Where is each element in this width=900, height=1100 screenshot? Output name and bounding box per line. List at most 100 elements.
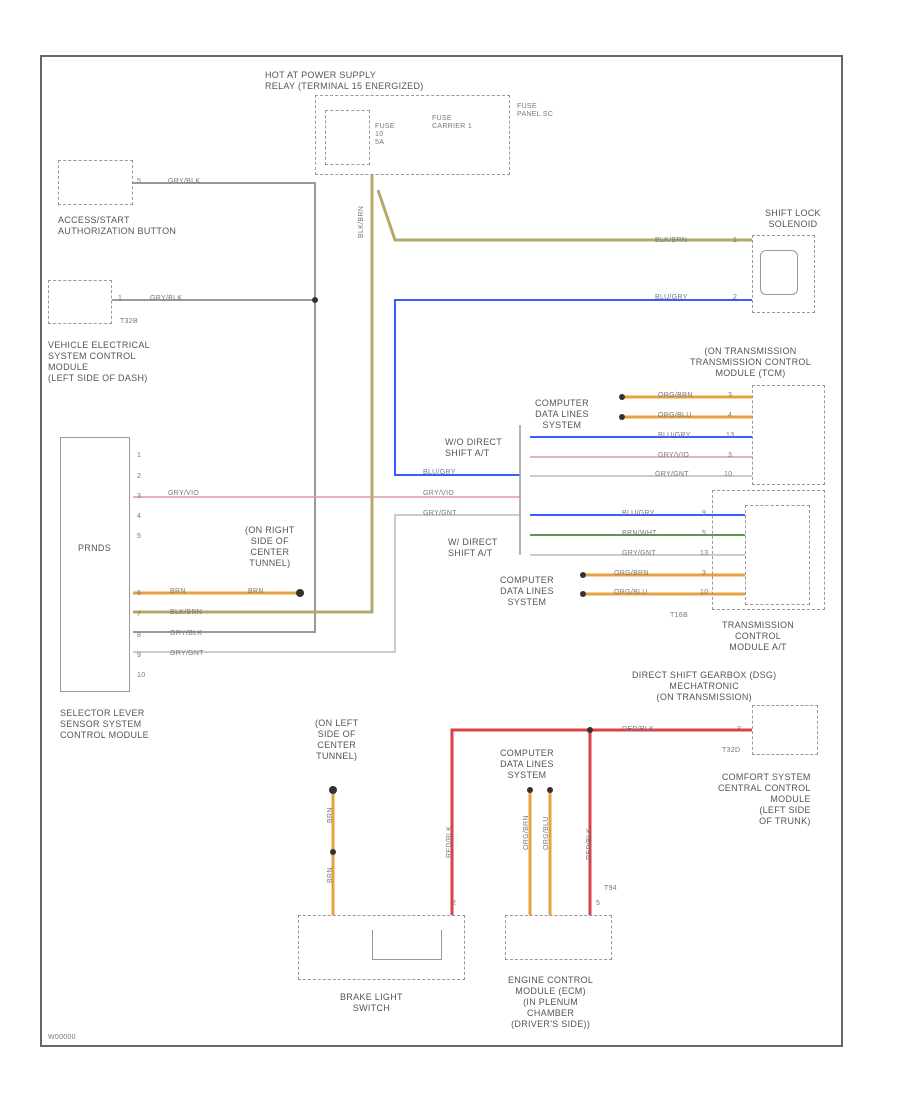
- fuse-carrier-label: FUSE CARRIER 1: [432, 115, 473, 130]
- comfort-system-label: COMFORT SYSTEM CENTRAL CONTROL MODULE (L…: [718, 772, 811, 826]
- pin-d5: 10: [700, 589, 709, 596]
- wire-label-org-blu-1: ORG/BLU: [658, 412, 692, 419]
- shift-lock-label: SHIFT LOCK SOLENOID: [765, 208, 821, 229]
- pin-d2: 5: [702, 530, 707, 537]
- wire-label-brn-2: BRN: [248, 588, 264, 595]
- prnds-pin-2: 2: [137, 473, 142, 480]
- transmission-control-label: TRANSMISSION CONTROL MODULE A/T: [722, 620, 795, 652]
- fuse-box: [325, 110, 370, 165]
- dot-org-blu-3: [547, 787, 553, 793]
- wire-label-org-brn-1: ORG/BRN: [658, 392, 693, 399]
- wd-direct-shift-1-label: W/O DIRECT SHIFT A/T: [445, 437, 502, 458]
- wire-label-org-brn-2: ORG/BRN: [614, 570, 649, 577]
- shift-lock-box: [752, 235, 815, 313]
- computer-data-lines-3-label: COMPUTER DATA LINES SYSTEM: [500, 748, 554, 780]
- wire-label-brn-wht: BRN/WHT: [622, 530, 657, 537]
- pin-acc: 5: [137, 178, 142, 185]
- prnds-label: PRNDS: [78, 543, 112, 553]
- left-center-tunnel-label: (ON LEFT SIDE OF CENTER TUNNEL): [315, 718, 359, 761]
- prnds-pin-6: 6: [137, 590, 142, 597]
- prnds-pin-9: 9: [137, 652, 142, 659]
- wire-label-red-blk-1: RED/BLK: [622, 726, 655, 733]
- dot-org-blu-1: [619, 414, 625, 420]
- pin-cf: 3: [737, 726, 742, 733]
- pin-t5: 10: [724, 471, 733, 478]
- brake-light-box: [298, 915, 465, 980]
- right-center-tunnel-label: (ON RIGHT SIDE OF CENTER TUNNEL): [245, 525, 295, 568]
- diagram-frame: [40, 55, 843, 1047]
- wire-label-gry-vio-3: GRY/VIO: [423, 490, 455, 497]
- dot-org-brn-3: [527, 787, 533, 793]
- comfort-connector-label: T32D: [722, 747, 741, 754]
- splice-gry-blk: [312, 297, 318, 303]
- brake-switch-inner: [372, 930, 442, 960]
- shift-lock-inner: [760, 250, 798, 295]
- ground-right-tunnel: [296, 589, 304, 597]
- ecm-connector-label: T94: [604, 885, 617, 892]
- wire-blk-brn-shift: [376, 189, 752, 242]
- pin-d1: 9: [702, 510, 707, 517]
- wire-label-gry-gnt-2: GRY/GNT: [423, 510, 457, 517]
- prnds-pin-3: 3: [137, 493, 142, 500]
- prnds-pin-5: 5: [137, 533, 142, 540]
- wire-label-org-blu-2: ORG/BLU: [614, 589, 648, 596]
- prnds-pin-8: 8: [137, 632, 142, 639]
- computer-data-lines-1-label: COMPUTER DATA LINES SYSTEM: [535, 398, 589, 430]
- wire-label-blk-brn-vert: BLK/BRN: [358, 205, 365, 238]
- wire-red-blk-1: [450, 728, 752, 915]
- pin-d3: 13: [700, 550, 709, 557]
- wire-label-org-brn-3: ORG/BRN: [523, 815, 530, 850]
- wire-gry-gnt-prnds: [133, 514, 520, 653]
- hot-power-supply-label: HOT AT POWER SUPPLY RELAY (TERMINAL 15 E…: [265, 70, 424, 91]
- wd-direct-shift-2-label: W/ DIRECT SHIFT A/T: [448, 537, 498, 558]
- pin-t4: 3: [728, 452, 733, 459]
- wire-label-gry-vio-1: GRY/VIO: [658, 452, 690, 459]
- prnds-pin-4: 4: [137, 513, 142, 520]
- wire-label-gry-vio-2: GRY/VIO: [168, 490, 200, 497]
- wire-label-blu-gry-shift: BLU/GRY: [655, 294, 688, 301]
- wire-label-blu-gry-4: BLU/GRY: [622, 510, 655, 517]
- pin-d4: 3: [702, 570, 707, 577]
- brake-light-label: BRAKE LIGHT SWITCH: [340, 992, 403, 1013]
- power-relay-box: [315, 95, 510, 175]
- engine-control-label: ENGINE CONTROL MODULE (ECM) (IN PLENUM C…: [508, 975, 594, 1029]
- accessory-button-label: ACCESS/START AUTHORIZATION BUTTON: [58, 215, 177, 236]
- tcm-box-lower-inner: [745, 505, 810, 605]
- pin-t3: 13: [726, 432, 735, 439]
- fuse-label: FUSE 10 5A: [375, 123, 395, 146]
- wire-label-brn-4: BRN: [327, 867, 334, 883]
- pin-sl1: 1: [733, 237, 738, 244]
- tcm-box-lower: [712, 490, 825, 610]
- on-transmission-label: (ON TRANSMISSION TRANSMISSION CONTROL MO…: [690, 346, 812, 378]
- wire-label-blu-gry-2: BLU/GRY: [658, 432, 691, 439]
- computer-data-lines-2-label: COMPUTER DATA LINES SYSTEM: [500, 575, 554, 607]
- vehicle-electrical-box: [48, 280, 112, 324]
- splice-brn-brake: [330, 849, 336, 855]
- direct-shift-gearbox-label: DIRECT SHIFT GEARBOX (DSG) MECHATRONIC (…: [632, 670, 777, 702]
- wire-label-red-blk-3: RED/BLK: [586, 827, 593, 860]
- wire-blk-brn-vert: [133, 175, 374, 614]
- splice-red-blk: [587, 727, 593, 733]
- vehicle-electrical-connector: T32B: [120, 318, 138, 325]
- fuse-panel-label: FUSE PANEL SC: [517, 103, 554, 118]
- pin-t2: 4: [728, 412, 733, 419]
- wire-label-gry-blk-3: GRY/BLK: [170, 630, 203, 637]
- prnds-module-box: [60, 437, 130, 692]
- prnds-pin-7: 7: [137, 611, 142, 618]
- selector-lever-label: SELECTOR LEVER SENSOR SYSTEM CONTROL MOD…: [60, 708, 149, 740]
- dot-org-blu-2: [580, 591, 586, 597]
- tcm-box-upper: [752, 385, 825, 485]
- wire-label-red-blk-2: RED/BLK: [446, 825, 453, 858]
- pin-sl2: 2: [733, 294, 738, 301]
- comfort-module-box: [752, 705, 818, 755]
- wire-label-gry-gnt-1: GRY/GNT: [655, 471, 689, 478]
- wire-label-brn-1: BRN: [170, 588, 186, 595]
- diagram-id-label: W00000: [48, 1034, 76, 1041]
- pin-bl: 2: [452, 900, 457, 907]
- wire-label-gry-blk-2: GRY/BLK: [150, 295, 183, 302]
- pin-ecm: 5: [596, 900, 601, 907]
- wire-label-blu-gry-3: BLU/GRY: [423, 469, 456, 476]
- dot-org-brn-2: [580, 572, 586, 578]
- vehicle-electrical-label: VEHICLE ELECTRICAL SYSTEM CONTROL MODULE…: [48, 340, 150, 383]
